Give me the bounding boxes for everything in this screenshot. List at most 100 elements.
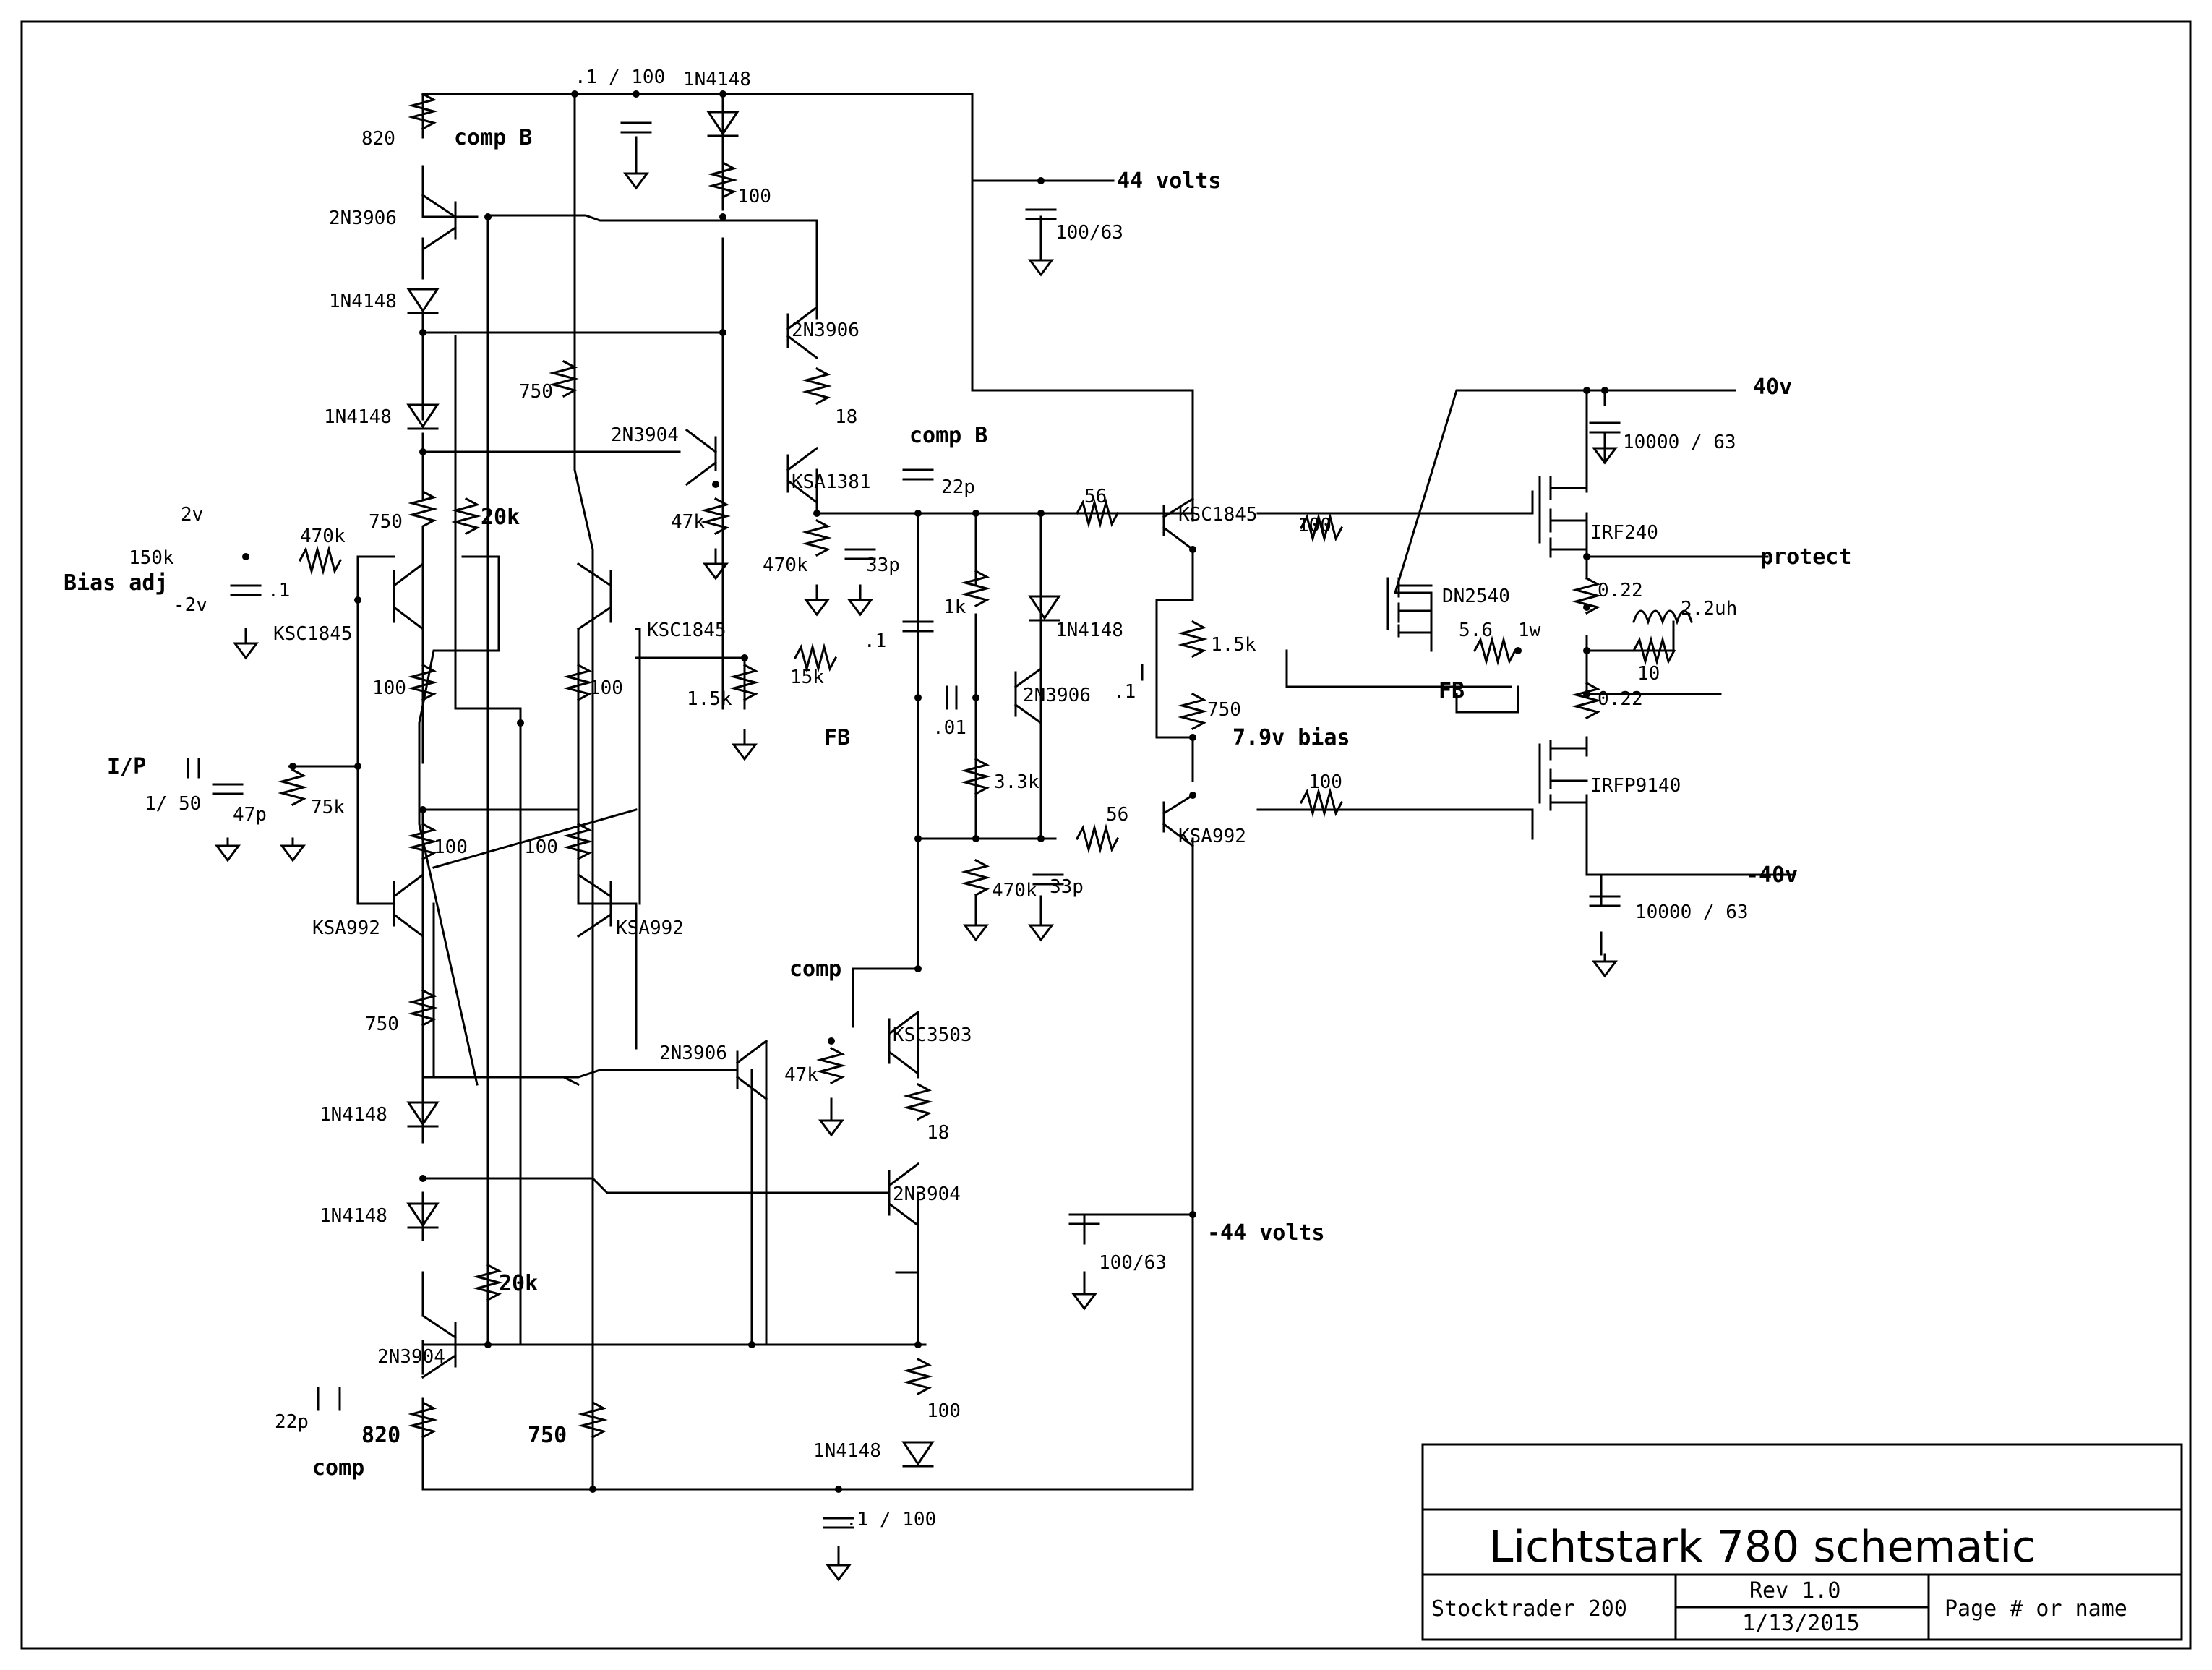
q-drv-neg-label: KSA992 bbox=[1178, 826, 1246, 847]
r75k-label: 75k bbox=[311, 797, 345, 818]
r1k-pot-label: 1k bbox=[943, 596, 966, 618]
mosfet-pos-label: IRF240 bbox=[1590, 522, 1658, 544]
rail-neg44-label: -44 volts bbox=[1207, 1220, 1325, 1246]
q-vbe-label: 2N3906 bbox=[1023, 685, 1091, 706]
comp-b-top-label: comp B bbox=[454, 125, 532, 150]
bias-pos-label: 2v bbox=[181, 504, 203, 526]
q-low-vas-label: KSC3503 bbox=[893, 1024, 972, 1046]
q-drv-pos-label: KSC1845 bbox=[1178, 504, 1258, 526]
q-ksa-left-label: KSA992 bbox=[312, 917, 380, 939]
capacitor-plates bbox=[187, 121, 1621, 1529]
r820-top-label: 820 bbox=[361, 128, 395, 150]
c-33p-bot-label: 33p bbox=[1050, 876, 1084, 898]
c-22p-top-label: 22p bbox=[941, 476, 975, 498]
c-01-label: .01 bbox=[933, 717, 966, 739]
r3-3k-label: 3.3k bbox=[994, 771, 1039, 793]
q-top-mid-label: 2N3906 bbox=[792, 320, 859, 341]
q-top-left-label: 2N3906 bbox=[329, 207, 397, 229]
q-in-left-label: KSC1845 bbox=[273, 623, 353, 645]
q-ksa-right-label: KSA992 bbox=[616, 917, 684, 939]
q-low-left-label: 2N3906 bbox=[659, 1042, 727, 1064]
q-in-right-label: KSC1845 bbox=[647, 620, 726, 641]
d7-label: 1N4148 bbox=[813, 1440, 881, 1462]
q-vas-driver-label: 2N3904 bbox=[611, 424, 679, 446]
r100-ksa-right-label: 100 bbox=[524, 836, 558, 858]
c-in-label: 1/ 50 bbox=[145, 793, 201, 815]
mosfet-protect-label: DN2540 bbox=[1442, 586, 1510, 607]
title-block-author: Stocktrader 200 bbox=[1431, 1596, 1627, 1622]
r5-6-label: 5.6 bbox=[1459, 620, 1493, 641]
protect-label: protect bbox=[1760, 544, 1851, 570]
d3-label: 1N4148 bbox=[324, 406, 392, 428]
q-low-ccs-label: 2N3904 bbox=[377, 1346, 445, 1368]
q-low-mid-label: 2N3904 bbox=[893, 1183, 961, 1205]
c-40-neg-label: 10000 / 63 bbox=[1635, 902, 1749, 923]
r0-22-top-label: 0.22 bbox=[1598, 580, 1643, 601]
r20k-bot-label: 20k bbox=[499, 1271, 538, 1296]
r100-in-left-label: 100 bbox=[372, 677, 406, 699]
r820-bot-label: 820 bbox=[361, 1423, 400, 1448]
bias-adj-label: Bias adj bbox=[64, 570, 168, 596]
ground-symbols bbox=[215, 136, 1618, 1582]
inductor-coil bbox=[1632, 609, 1693, 625]
r150k-label: 150k bbox=[129, 547, 174, 569]
r47k-top-label: 47k bbox=[671, 511, 705, 533]
r100-gate-pos-label: 100 bbox=[1298, 515, 1332, 536]
c-bias-label: .1 bbox=[267, 580, 290, 601]
r18-bot-label: 18 bbox=[927, 1122, 949, 1144]
c-44-neg-label: 100/63 bbox=[1099, 1252, 1167, 1274]
rail-pos44-label: 44 volts bbox=[1117, 168, 1222, 194]
r47k-bot-label: 47k bbox=[784, 1064, 818, 1086]
d2-label: 1N4148 bbox=[329, 291, 397, 312]
d5-label: 1N4148 bbox=[320, 1104, 387, 1126]
r56-top-label: 56 bbox=[1084, 486, 1107, 508]
bias-note-label: 7.9v bias bbox=[1233, 725, 1350, 750]
r750-bot-label: 750 bbox=[528, 1423, 567, 1448]
r100-bot-label: 100 bbox=[927, 1400, 961, 1422]
title-block-title: Lichtstark 780 schematic bbox=[1489, 1522, 2036, 1572]
r10-label: 10 bbox=[1637, 663, 1660, 685]
r1-5k-fb-label: 1.5k bbox=[687, 688, 732, 710]
title-block-date: 1/13/2015 bbox=[1742, 1611, 1860, 1636]
r15k-label: 15k bbox=[790, 667, 824, 688]
r100-ksa-left-label: 100 bbox=[434, 836, 468, 858]
c-01-mid-label: .1 bbox=[864, 630, 886, 652]
r5-6-power-label: 1w bbox=[1518, 620, 1541, 641]
feedback-label-right: FB bbox=[1439, 678, 1465, 703]
input-label: I/P bbox=[107, 754, 146, 779]
title-block: Lichtstark 780 schematic Stocktrader 200… bbox=[1421, 1443, 2183, 1641]
labels: 44 volts -44 volts 40v -40v I/P FB FB pr… bbox=[64, 67, 1851, 1530]
d6-label: 1N4148 bbox=[320, 1205, 387, 1227]
c-bot-label: .1 / 100 bbox=[846, 1509, 936, 1530]
r750-top-label: 750 bbox=[519, 381, 553, 403]
r100-gate-neg-label: 100 bbox=[1308, 771, 1342, 793]
rail-pos40-label: 40v bbox=[1753, 374, 1792, 400]
title-block-revision: Rev 1.0 bbox=[1749, 1578, 1840, 1603]
c-44-pos-label: 100/63 bbox=[1055, 222, 1123, 244]
r470k-bias-label: 470k bbox=[992, 880, 1037, 902]
r470k-in-label: 470k bbox=[300, 526, 346, 547]
c-33p-top-label: 33p bbox=[866, 554, 900, 576]
r20k-top-label: 20k bbox=[481, 505, 520, 530]
inductor-label: 2.2uh bbox=[1681, 598, 1737, 620]
sheet-border bbox=[20, 20, 2192, 1650]
r750-left-label: 750 bbox=[369, 511, 403, 533]
r100-in-right-label: 100 bbox=[589, 677, 623, 699]
r18-top-label: 18 bbox=[835, 406, 857, 428]
d1-label: 1N4148 bbox=[683, 69, 751, 90]
diode-symbols bbox=[406, 111, 1061, 1468]
comp-bottom-label: comp bbox=[312, 1455, 364, 1481]
r750-mid-label: 750 bbox=[365, 1014, 399, 1035]
bias-neg-label: -2v bbox=[173, 594, 207, 616]
feedback-label-left: FB bbox=[824, 725, 850, 750]
junction-dots bbox=[242, 90, 1608, 1493]
title-block-page: Page # or name bbox=[1945, 1596, 2127, 1622]
mosfet-neg-label: IRFP9140 bbox=[1590, 775, 1681, 797]
comp-b-mid-label: comp B bbox=[909, 423, 987, 448]
transistor-bodies bbox=[392, 193, 1588, 1379]
resistor-zigzags bbox=[278, 92, 1676, 1439]
r100-top-label: 100 bbox=[737, 186, 771, 207]
c-top-label: .1 / 100 bbox=[575, 67, 665, 88]
r750-bias-label: 750 bbox=[1207, 699, 1241, 721]
